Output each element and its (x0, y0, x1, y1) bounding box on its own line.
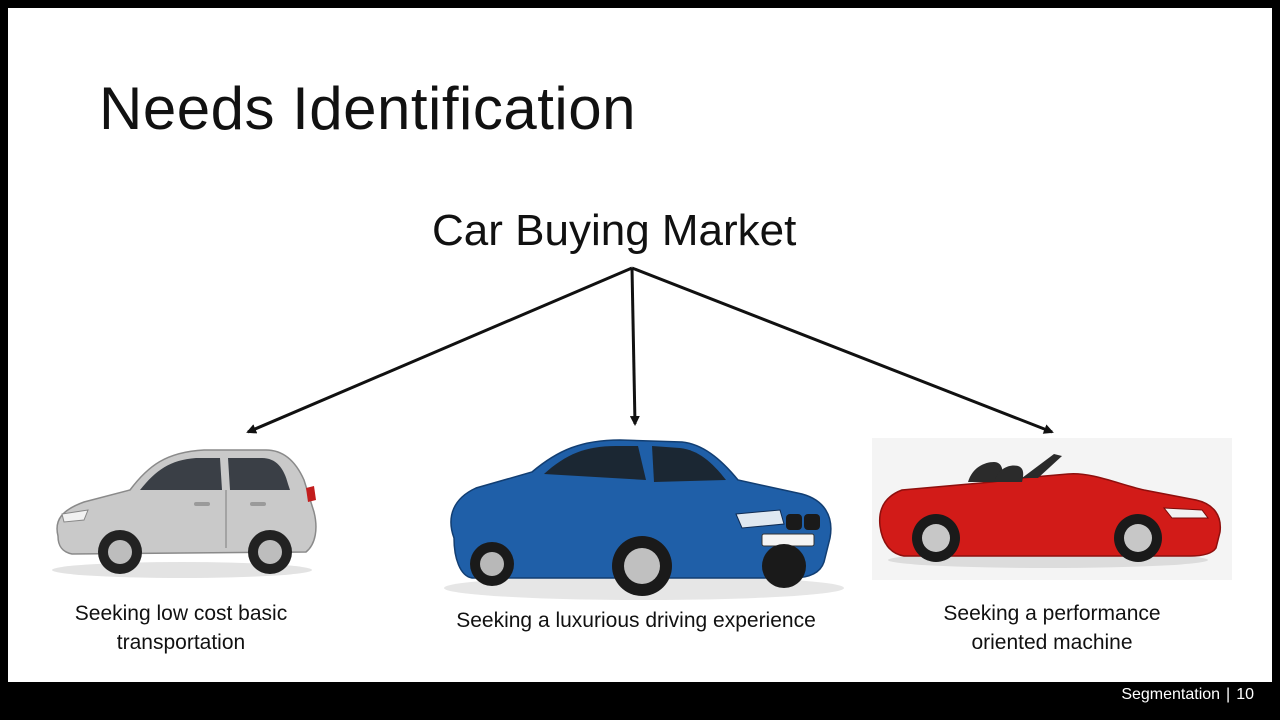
caption-performance-oriented-machine: Seeking a performance oriented machine (924, 599, 1180, 657)
slide-footer: Segmentation | 10 (1121, 686, 1254, 704)
arrow-to-luxury (629, 267, 640, 426)
footer-separator: | (1226, 686, 1231, 703)
caption-luxurious-driving-experience: Seeking a luxurious driving experience (456, 609, 816, 632)
arrow-to-basic (246, 266, 633, 434)
slide: Needs Identification Car Buying Market (8, 8, 1272, 682)
page-number: 10 (1236, 686, 1254, 703)
market-label: Car Buying Market (432, 206, 797, 255)
slide-title: Needs Identification (99, 75, 636, 142)
arrow-to-performance (631, 266, 1054, 434)
blue-luxury-sedan-image (444, 439, 844, 600)
caption-line: Seeking a performance (943, 602, 1161, 625)
silver-compact-electric-car-image (52, 449, 317, 578)
caption-line: transportation (116, 631, 246, 654)
caption-line: Seeking low cost basic (74, 602, 288, 625)
caption-line: oriented machine (971, 631, 1133, 654)
footer-section: Segmentation (1121, 686, 1221, 703)
caption-low-cost-basic-transportation: Seeking low cost basic transportation (48, 599, 314, 657)
red-sports-convertible-image (872, 438, 1232, 580)
